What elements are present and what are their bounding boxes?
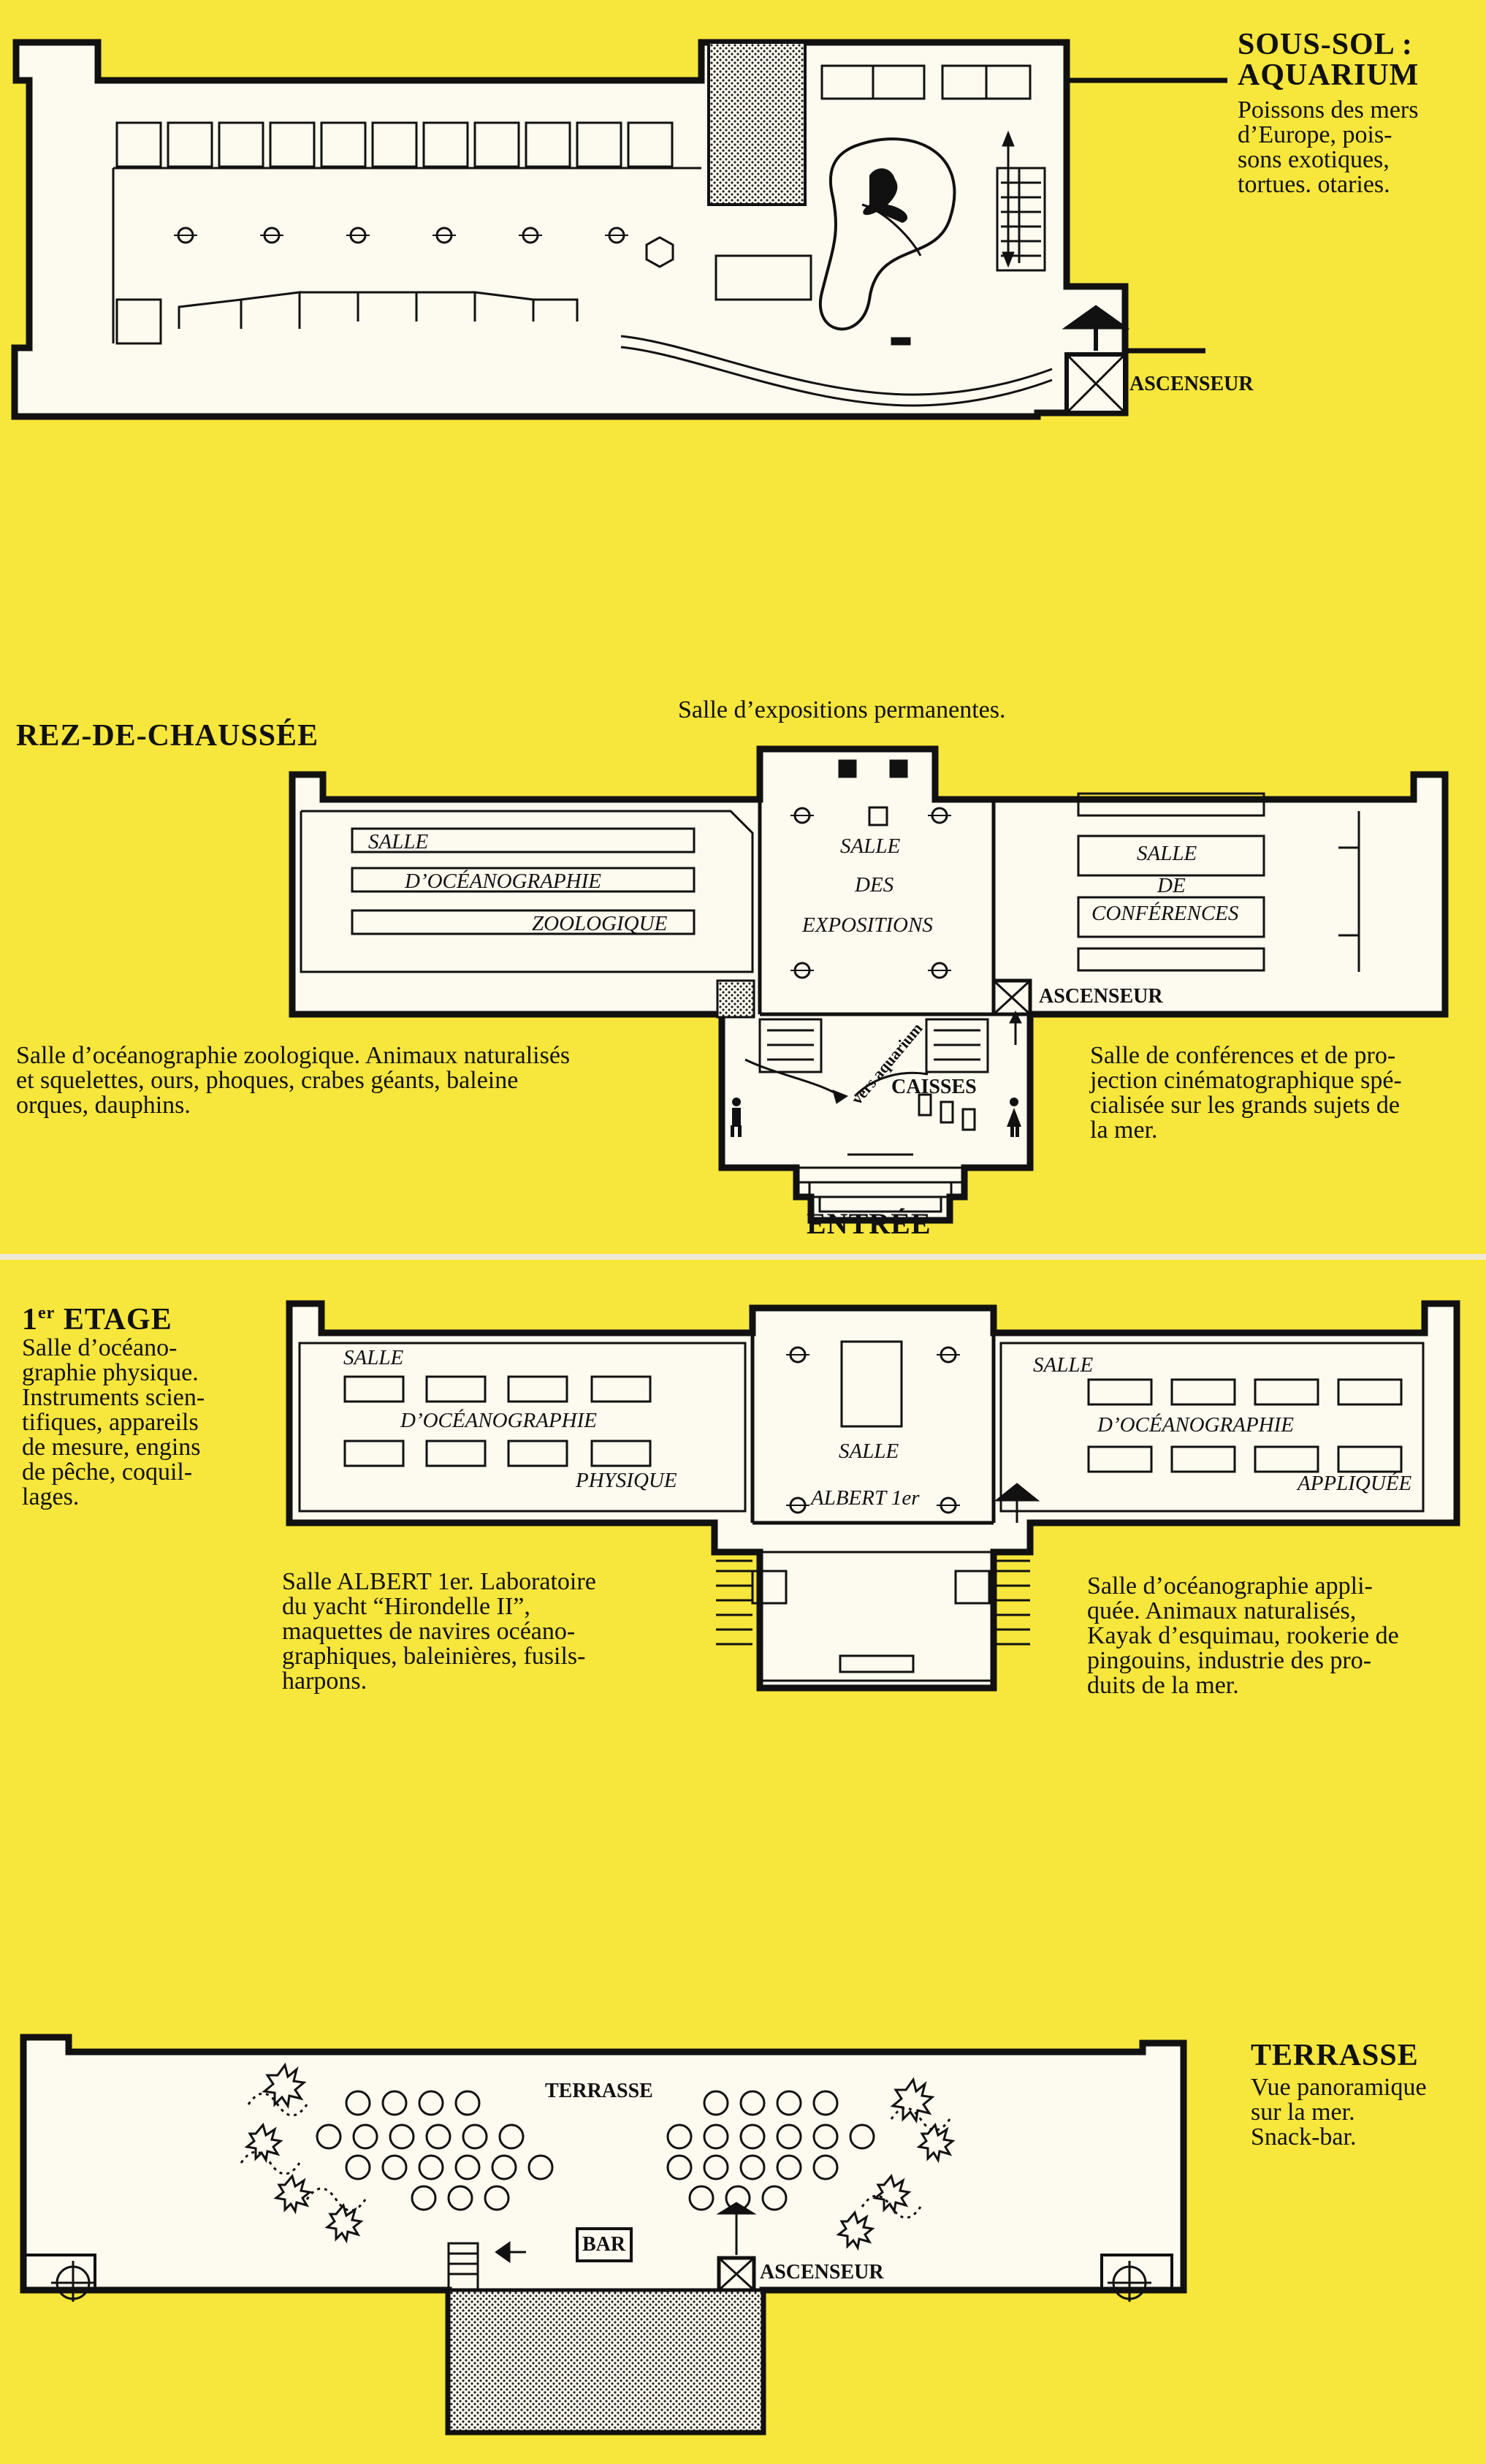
etage1-title: 1er ETAGE (22, 1303, 172, 1336)
rez-left-description: Salle d’océanographie zoologique. Animau… (16, 1042, 571, 1119)
appl-label-1: SALLE (1033, 1353, 1094, 1377)
etage1-mid-description: Salle ALBERT 1er. Laboratoire du yacht “… (282, 1568, 596, 1695)
expo-label-2: DES (855, 873, 894, 897)
appl-label-3: APPLIQUÉE (1298, 1472, 1412, 1495)
sous-sol-plan (11, 39, 1227, 420)
zoo-label-3: ZOOLOGIQUE (532, 912, 668, 935)
conf-label-2: DE (1157, 874, 1186, 897)
expo-label-1: SALLE (840, 834, 901, 858)
conf-label-3: CONFÉRENCES (1091, 902, 1239, 925)
rez-plan (289, 745, 1449, 1224)
terrasse-plan (20, 2034, 1187, 2436)
caisses-label: CAISSES (891, 1076, 977, 1098)
sous-sol-ascenseur-label: ASCENSEUR (1129, 373, 1254, 395)
etage1-plan (286, 1300, 1460, 1692)
terrasse-title: TERRASSE (1251, 2039, 1419, 2072)
rez-top-caption: Salle d’expositions permanentes. (678, 696, 1006, 723)
appl-label-2: D’OCÉANOGRAPHIE (1097, 1413, 1295, 1437)
terrasse-plan-label: TERRASSE (545, 2080, 653, 2102)
rez-title: REZ-DE-CHAUSSÉE (16, 719, 319, 753)
etage1-left-description: Salle d’océano- graphie physique. Instru… (22, 1334, 205, 1510)
etage1-right-description: Salle d’océanographie appli- quée. Anima… (1087, 1573, 1399, 1699)
sous-sol-title: SOUS-SOL : AQUARIUM (1238, 28, 1420, 92)
entree-label: ENTRÉE (807, 1207, 931, 1240)
phys-label-1: SALLE (343, 1346, 404, 1369)
terrasse-description: Vue panoramique sur la mer. Snack-bar. (1251, 2074, 1427, 2151)
expo-label-3: EXPOSITIONS (802, 913, 933, 937)
zoo-label-2: D’OCÉANOGRAPHIE (405, 870, 602, 893)
sous-sol-description: Poissons des mers d’Europe, pois- sons e… (1238, 96, 1419, 198)
rez-ascenseur-label: ASCENSEUR (1039, 985, 1163, 1008)
albert-label-2: ALBERT 1er (811, 1486, 920, 1510)
phys-label-3: PHYSIQUE (576, 1469, 677, 1492)
albert-label-1: SALLE (839, 1440, 899, 1463)
section-divider (0, 1254, 1486, 1260)
conf-label-1: SALLE (1137, 842, 1197, 865)
zoo-label-1: SALLE (368, 830, 429, 853)
bar-label: BAR (582, 2233, 626, 2256)
phys-label-2: D’OCÉANOGRAPHIE (400, 1409, 598, 1432)
terrasse-ascenseur-label: ASCENSEUR (760, 2261, 884, 2284)
rez-right-description: Salle de conférences et de pro- jection … (1090, 1042, 1402, 1144)
